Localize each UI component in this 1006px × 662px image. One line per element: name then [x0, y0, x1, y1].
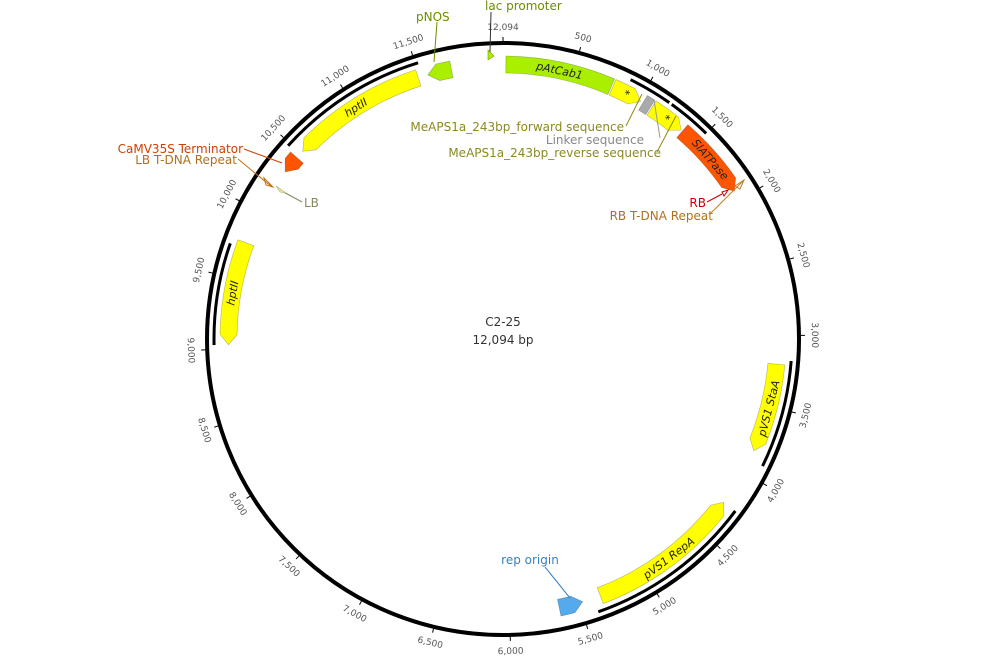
tick-mark: [246, 495, 251, 499]
tick-mark: [759, 185, 764, 189]
plasmid-length: 12,094 bp: [472, 333, 533, 347]
backbone-circle: [205, 41, 801, 637]
feature-patcab1[interactable]: [505, 55, 616, 96]
tick-label: 5,500: [577, 631, 605, 648]
label-reverse-sequence[interactable]: MeAPS1a_243bp_reverse sequence: [448, 146, 661, 160]
tick-mark: [791, 411, 796, 414]
tick-mark: [235, 198, 240, 202]
orf-arc: [670, 103, 708, 135]
feature-meaps1a-243bp-forward-sequence[interactable]: [608, 79, 642, 105]
feature-label-hptii: hptII: [224, 280, 241, 307]
tick-mark: [410, 51, 413, 56]
rb-marker[interactable]: [721, 189, 730, 197]
callout-lines: [237, 11, 744, 599]
feature-pvs1-staa[interactable]: [749, 362, 786, 452]
feature-camv35s-terminator[interactable]: [284, 151, 304, 173]
tick-label: 11,500: [392, 33, 425, 52]
orf-arc: [597, 510, 737, 614]
feature-label-meaps1a-243bp-forward-sequence: *: [621, 87, 632, 101]
tick-mark: [340, 84, 344, 89]
label-lb[interactable]: LB: [304, 196, 319, 210]
tick-mark: [763, 483, 768, 487]
label-rb[interactable]: RB: [689, 196, 706, 210]
feature-meaps1a-243bp-reverse-sequence[interactable]: [646, 100, 682, 131]
tick-label: 3,000: [809, 322, 819, 348]
orf-arc: [212, 242, 232, 346]
tick-mark: [586, 624, 589, 630]
feature-hptii[interactable]: [302, 69, 422, 152]
tick-mark: [280, 134, 284, 138]
label-forward-sequence[interactable]: MeAPS1a_243bp_forward sequence: [410, 120, 624, 134]
tick-mark: [712, 123, 716, 128]
tick-label: 3,500: [798, 402, 814, 430]
label-lac-promoter[interactable]: lac promoter: [485, 0, 562, 13]
tick-label-origin: 12,094: [487, 23, 519, 33]
rb-tdna-repeat-marker[interactable]: [734, 178, 746, 190]
tick-label: 6,500: [416, 636, 444, 652]
feature-pnos[interactable]: [427, 60, 454, 81]
tick-mark: [432, 628, 434, 633]
tick-label: 4,000: [766, 477, 787, 505]
tick-mark: [717, 545, 721, 549]
tick-mark: [656, 593, 660, 598]
feature-linker-sequence[interactable]: [638, 95, 656, 116]
label-linker-sequence[interactable]: Linker sequence: [546, 133, 644, 147]
label-camv35s-terminator[interactable]: CaMV35S Terminator: [118, 142, 243, 156]
tick-label: 7,500: [276, 555, 302, 580]
feature-hptii[interactable]: [219, 239, 255, 346]
lb-marker[interactable]: [275, 185, 287, 194]
tick-mark: [579, 47, 582, 52]
tick-mark: [359, 600, 362, 605]
tick-mark: [650, 76, 654, 81]
tick-label: 2,000: [760, 168, 782, 196]
label-pnos[interactable]: pNOS: [416, 10, 450, 24]
tick-label: 500: [573, 31, 592, 45]
label-lb-tdna-repeat[interactable]: LB T-DNA Repeat: [135, 153, 237, 167]
tick-label: 10,000: [216, 178, 240, 211]
tick-label: 6,000: [498, 647, 524, 658]
tick-label: 7,000: [341, 604, 369, 625]
tick-label: 2,500: [794, 242, 811, 270]
label-rep-origin[interactable]: rep origin: [501, 553, 559, 567]
tick-label: 9,500: [192, 256, 208, 284]
tick-mark: [208, 271, 213, 274]
tick-label: 8,500: [195, 417, 212, 445]
feature-pvs1-repa[interactable]: [596, 501, 725, 605]
orf-arcs: [212, 61, 793, 614]
orf-arc: [629, 78, 671, 104]
label-rb-tdna-repeat[interactable]: RB T-DNA Repeat: [610, 209, 714, 223]
orf-arc: [761, 360, 793, 467]
callout-labels: pNOS lac promoter MeAPS1a_243bp_forward …: [118, 0, 714, 567]
tick-mark: [214, 425, 219, 428]
tick-label: 8,000: [226, 491, 248, 518]
tick-mark: [295, 555, 300, 560]
tick-label: 1,000: [644, 58, 672, 80]
tick-mark: [789, 257, 795, 260]
tick-label: 5,000: [651, 596, 678, 618]
plasmid-name: C2-25: [485, 315, 521, 329]
feature-slatpase[interactable]: [676, 124, 736, 192]
lb-tdna-repeat-marker[interactable]: [262, 176, 275, 189]
lac-promoter-marker[interactable]: [487, 49, 495, 61]
feature-rep-origin[interactable]: [557, 595, 584, 617]
orf-arc: [286, 61, 419, 147]
tick-label: 9,000: [185, 337, 196, 363]
